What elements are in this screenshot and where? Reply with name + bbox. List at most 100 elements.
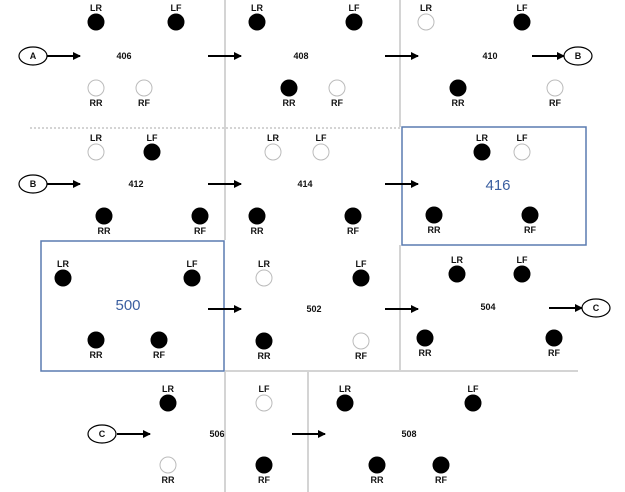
terminal-label: A	[30, 51, 37, 61]
foot-label-lr: LR	[339, 384, 351, 394]
foot-marker-rf-filled	[432, 456, 450, 474]
foot-marker-lr-filled	[87, 13, 105, 31]
foot-label-rr: RR	[90, 98, 103, 108]
foot-label-lf: LF	[147, 133, 158, 143]
foot-label-lr: LR	[162, 384, 174, 394]
foot-label-rr: RR	[428, 225, 441, 235]
cell-number-408: 408	[293, 51, 308, 61]
cell-number-414: 414	[297, 179, 312, 189]
terminal-c-end: C	[581, 298, 611, 318]
foot-marker-lr-filled	[248, 13, 266, 31]
terminal-ellipse	[18, 46, 48, 66]
foot-marker-lr-empty	[255, 269, 273, 287]
foot-label-rf: RF	[138, 98, 150, 108]
terminal-b-end: B	[563, 46, 593, 66]
foot-marker-lr-empty	[417, 13, 435, 31]
foot-marker-lr-filled	[336, 394, 354, 412]
foot-label-lf: LF	[468, 384, 479, 394]
foot-label-rr: RR	[251, 226, 264, 236]
arrows	[47, 52, 583, 438]
foot-label-rf: RF	[549, 98, 561, 108]
foot-label-rr: RR	[452, 98, 465, 108]
terminal-a-start: A	[18, 46, 48, 66]
foot-marker-rf-filled	[521, 206, 539, 224]
foot-marker-lr-empty	[87, 143, 105, 161]
foot-marker-rf-filled	[255, 456, 273, 474]
foot-marker-rr-filled	[87, 331, 105, 349]
foot-label-rf: RF	[435, 475, 447, 485]
cell-number-504: 504	[480, 302, 495, 312]
foot-marker-rr-empty	[87, 79, 105, 97]
foot-marker-rr-filled	[368, 456, 386, 474]
foot-label-rr: RR	[283, 98, 296, 108]
cell-number-506: 506	[209, 429, 224, 439]
foot-label-lr: LR	[90, 3, 102, 13]
foot-label-lr: LR	[57, 259, 69, 269]
foot-label-lr: LR	[251, 3, 263, 13]
foot-label-lf: LF	[349, 3, 360, 13]
foot-label-rr: RR	[371, 475, 384, 485]
foot-marker-rf-empty	[352, 332, 370, 350]
foot-label-lr: LR	[258, 259, 270, 269]
dividers	[30, 0, 578, 492]
foot-marker-rr-filled	[255, 332, 273, 350]
foot-marker-rf-filled	[150, 331, 168, 349]
foot-label-lf: LF	[259, 384, 270, 394]
foot-marker-rf-empty	[546, 79, 564, 97]
cell-number-406: 406	[116, 51, 131, 61]
foot-label-lr: LR	[267, 133, 279, 143]
foot-marker-rr-filled	[449, 79, 467, 97]
foot-label-lf: LF	[171, 3, 182, 13]
foot-marker-rf-empty	[135, 79, 153, 97]
foot-marker-lr-filled	[159, 394, 177, 412]
foot-label-lr: LR	[420, 3, 432, 13]
cell-408: LR LF RR RF 408	[248, 3, 363, 108]
foot-label-lr: LR	[90, 133, 102, 143]
foot-marker-lf-filled	[183, 269, 201, 287]
foot-marker-lf-empty	[312, 143, 330, 161]
foot-marker-rr-filled	[425, 206, 443, 224]
terminal-c-start: C	[87, 424, 117, 444]
cell-number-502: 502	[306, 304, 321, 314]
foot-marker-rr-empty	[159, 456, 177, 474]
cell-number-412: 412	[128, 179, 143, 189]
foot-marker-rf-empty	[328, 79, 346, 97]
foot-label-rf: RF	[194, 226, 206, 236]
foot-marker-lf-filled	[352, 269, 370, 287]
terminal-label: B	[30, 179, 37, 189]
foot-marker-lf-empty	[513, 143, 531, 161]
foot-marker-rr-filled	[416, 329, 434, 347]
foot-label-rf: RF	[355, 351, 367, 361]
foot-label-rf: RF	[524, 225, 536, 235]
foot-marker-rr-filled	[248, 207, 266, 225]
foot-label-rf: RF	[258, 475, 270, 485]
foot-marker-rf-filled	[545, 329, 563, 347]
foot-label-lf: LF	[517, 255, 528, 265]
foot-label-rr: RR	[90, 350, 103, 360]
foot-label-lf: LF	[187, 259, 198, 269]
foot-marker-rf-filled	[191, 207, 209, 225]
foot-marker-lf-filled	[143, 143, 161, 161]
cell-508: LR LF RR RF 508	[336, 384, 482, 485]
foot-marker-lf-filled	[167, 13, 185, 31]
foot-marker-lr-filled	[448, 265, 466, 283]
terminal-label: C	[593, 303, 600, 313]
foot-label-rf: RF	[331, 98, 343, 108]
foot-label-rf: RF	[347, 226, 359, 236]
foot-marker-lf-filled	[464, 394, 482, 412]
terminal-label: C	[99, 429, 106, 439]
foot-marker-lf-filled	[513, 13, 531, 31]
foot-marker-lr-empty	[264, 143, 282, 161]
terminal-b-start: B	[18, 174, 48, 194]
cell-number-508: 508	[401, 429, 416, 439]
foot-label-lr: LR	[451, 255, 463, 265]
cell-406: LR LF RR RF 406	[87, 3, 185, 108]
foot-marker-lf-filled	[513, 265, 531, 283]
highlight-box-500	[40, 240, 225, 372]
